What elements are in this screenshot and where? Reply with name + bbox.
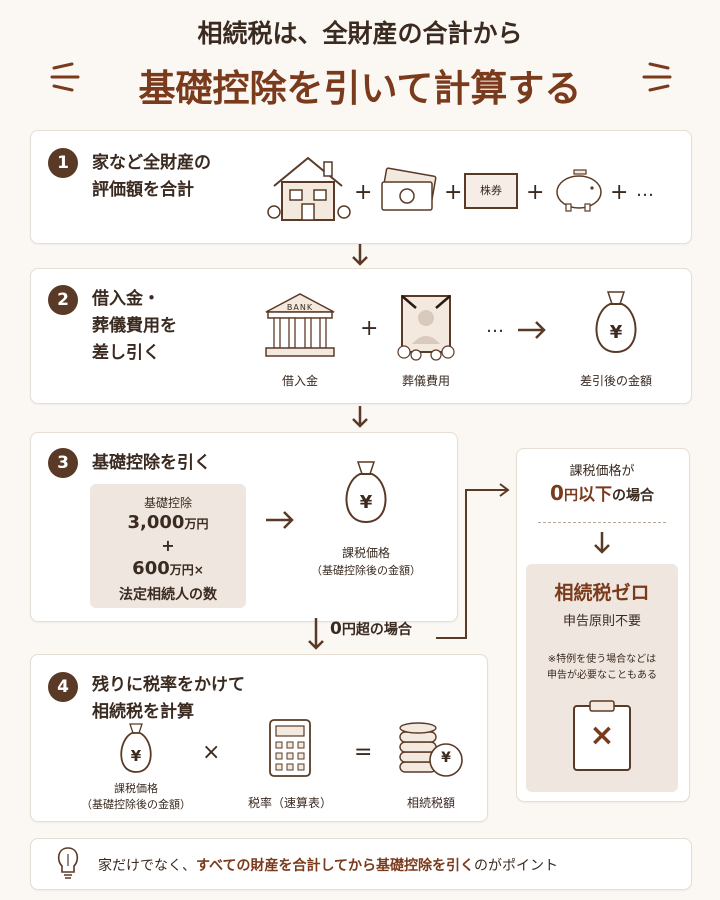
step3-number: 3 xyxy=(48,448,78,478)
header-line1: 相続税は、全財産の合計から xyxy=(197,19,523,48)
basic-deduction-title: 基礎控除 xyxy=(143,496,192,510)
basic-deduction-amount2: 600 xyxy=(132,558,170,579)
step1-plus-4: + xyxy=(610,180,629,205)
step4-title-line1: 残りに税率をかけて xyxy=(92,675,245,695)
step1-plus-3: + xyxy=(526,180,545,205)
arrow-down-side-icon xyxy=(594,532,610,554)
money-bag-2-yen: ¥ xyxy=(359,492,373,513)
over-zero-text: 円超の場合 xyxy=(341,622,412,638)
coin-yen: ¥ xyxy=(441,750,451,766)
money-bag-1-yen: ¥ xyxy=(609,322,623,343)
stock-certificate-label: 株券 xyxy=(480,184,502,197)
header-deco-right-icon xyxy=(642,62,672,92)
times-sign: × xyxy=(202,740,221,765)
step4-taxable-sub: （基礎控除後の金額） xyxy=(81,798,191,811)
money-bag-1-icon xyxy=(595,291,637,354)
basic-deduction-amount2-row: 600万円× xyxy=(90,558,246,579)
side-line1: 課税価格が xyxy=(569,464,635,479)
zero-result-sub: 申告原則不要 xyxy=(562,614,641,629)
basic-deduction-amount1: 3,000 xyxy=(127,512,185,533)
arrow-down-3-icon xyxy=(308,618,324,650)
side-zero-below: 以下 xyxy=(577,485,612,505)
zero-result-note-line2: 申告が必要なこともある xyxy=(547,670,657,681)
clipboard-icon xyxy=(573,700,631,771)
footer-card xyxy=(30,838,692,890)
bank-icon xyxy=(265,293,335,357)
step2-card xyxy=(30,268,692,404)
equals-sign: = xyxy=(354,740,373,765)
money-bag-3-icon xyxy=(120,723,152,773)
coin-stack-icon xyxy=(399,722,463,777)
funeral-portrait-icon xyxy=(397,295,455,361)
lightbulb-icon xyxy=(57,847,79,879)
after-deduction-label: 差引後の金額 xyxy=(579,374,652,388)
money-bag-3-yen: ¥ xyxy=(130,747,142,765)
footer-suffix: のがポイント xyxy=(474,858,559,874)
basic-deduction-amount1-row: 3,000万円 xyxy=(90,512,246,533)
tax-rate-label: 税率（速算表） xyxy=(247,796,332,810)
clipboard-x-mark: × xyxy=(589,718,615,753)
footer-prefix: 家だけでなく、 xyxy=(98,858,196,874)
header-line2: 基礎控除を引いて計算する xyxy=(138,67,582,110)
inheritance-tax-label: 相続税額 xyxy=(406,796,455,810)
step1-plus-2: + xyxy=(444,180,463,205)
step1-plus-1: + xyxy=(354,180,373,205)
basic-deduction-unit2: 万円× xyxy=(169,563,204,577)
basic-deduction-box xyxy=(90,484,246,608)
house-icon xyxy=(267,156,351,221)
stock-certificate xyxy=(464,173,518,209)
step1-title-line1: 家など全財産の xyxy=(92,153,211,173)
arrow-right-2-icon xyxy=(266,511,294,529)
side-zero-case: の場合 xyxy=(611,488,654,504)
header-deco-left-icon xyxy=(50,62,80,92)
side-divider xyxy=(538,522,666,523)
basic-deduction-unit1: 万円 xyxy=(184,517,209,531)
taxable-price-label: 課税価格 xyxy=(341,546,390,560)
footer-text: 家だけでなく、すべての財産を合計してから基礎控除を引くのがポイント xyxy=(98,855,558,875)
bank-sign: BANK xyxy=(286,303,314,312)
basic-deduction-plus: + xyxy=(161,536,175,555)
step3-title: 基礎控除を引く xyxy=(92,453,211,473)
banknotes-icon xyxy=(381,167,437,211)
arrow-down-2-icon xyxy=(352,406,368,428)
step2-title-line3: 差し引く xyxy=(92,343,160,363)
side-zero-num: 0 xyxy=(550,481,564,505)
arrow-right-1-icon xyxy=(518,321,546,339)
step2-number: 2 xyxy=(48,285,78,315)
piggy-bank-icon xyxy=(556,169,602,212)
calculator-icon xyxy=(269,719,311,777)
side-zero-row: 0円以下の場合 xyxy=(516,480,688,505)
loan-label: 借入金 xyxy=(281,374,318,388)
over-zero-num: 0 xyxy=(330,619,342,639)
step4-number: 4 xyxy=(48,672,78,702)
arrow-down-1-icon xyxy=(352,244,368,266)
zero-result-note-line1: ※特例を使う場合などは xyxy=(547,654,657,665)
taxable-price-sub: （基礎控除後の金額） xyxy=(311,564,421,577)
step4-title-line2: 相続税を計算 xyxy=(92,702,194,722)
branch-connector-icon xyxy=(436,483,510,639)
footer-highlight: すべての財産を合計してから基礎控除を引く xyxy=(196,858,475,874)
basic-deduction-heirs: 法定相続人の数 xyxy=(119,587,217,603)
step2-plus: + xyxy=(360,316,379,341)
over-zero-label: 0円超の場合 xyxy=(330,619,412,639)
step1-number: 1 xyxy=(48,148,78,178)
money-bag-2-icon xyxy=(345,461,387,524)
step4-taxable-label: 課税価格 xyxy=(114,782,158,795)
zero-result-title: 相続税ゼロ xyxy=(554,582,650,604)
step2-title-line2: 葬儀費用を xyxy=(92,316,177,336)
step2-ellipsis: … xyxy=(486,316,504,337)
funeral-label: 葬儀費用 xyxy=(401,374,450,388)
step1-ellipsis: … xyxy=(636,180,654,201)
step1-title-line2: 評価額を合計 xyxy=(92,180,194,200)
step2-title-line1: 借入金・ xyxy=(92,289,160,309)
side-zero-unit: 円 xyxy=(563,488,578,504)
